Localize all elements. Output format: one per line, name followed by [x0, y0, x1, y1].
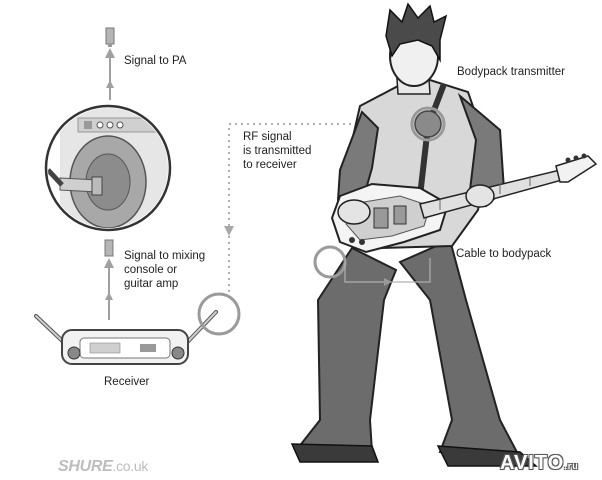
- signal-to-mixing-label: Signal to mixing console or guitar amp: [124, 249, 205, 291]
- mixing-connector: [104, 239, 114, 257]
- avito-watermark-main: AVITO: [500, 452, 565, 474]
- signal-to-mixing-line-1: Signal to mixing: [124, 250, 206, 262]
- signal-to-pa-arrow: [105, 48, 115, 100]
- cable-to-bodypack-line: [344, 258, 431, 286]
- rf-signal-line-2: is transmitted: [243, 145, 312, 157]
- amp-input-magnifier: [44, 104, 172, 232]
- avito-watermark: AVITO.ru: [500, 452, 579, 475]
- bodypack-transmitter-label: Bodypack transmitter: [457, 66, 566, 78]
- receiver-unit: [34, 310, 218, 365]
- rf-signal-line-3: to receiver: [243, 159, 297, 171]
- rf-signal-path: [224, 123, 370, 292]
- signal-to-pa-label: Signal to PA: [124, 55, 187, 67]
- pa-connector: [105, 27, 115, 47]
- rf-signal-label: RF signal is transmitted to receiver: [243, 130, 311, 172]
- shure-logo-main: SHURE: [58, 458, 113, 475]
- guitar-output-callout: [313, 245, 347, 279]
- signal-to-mixing-line-2: console or: [124, 264, 178, 276]
- cable-to-bodypack-label: Cable to bodypack: [456, 248, 552, 260]
- rf-signal-line-1: RF signal: [243, 131, 292, 143]
- receiver-antenna-callout: [197, 292, 241, 336]
- signal-to-mixing-arrow: [104, 258, 114, 320]
- avito-watermark-suffix: .ru: [564, 461, 579, 471]
- signal-to-mixing-line-3: guitar amp: [124, 278, 179, 290]
- guitarist-figure: [290, 2, 598, 467]
- shure-logo: SHURE.co.uk: [58, 458, 148, 476]
- receiver-label: Receiver: [104, 376, 150, 388]
- bodypack-callout: [410, 106, 446, 142]
- shure-logo-suffix: .co.uk: [112, 458, 149, 474]
